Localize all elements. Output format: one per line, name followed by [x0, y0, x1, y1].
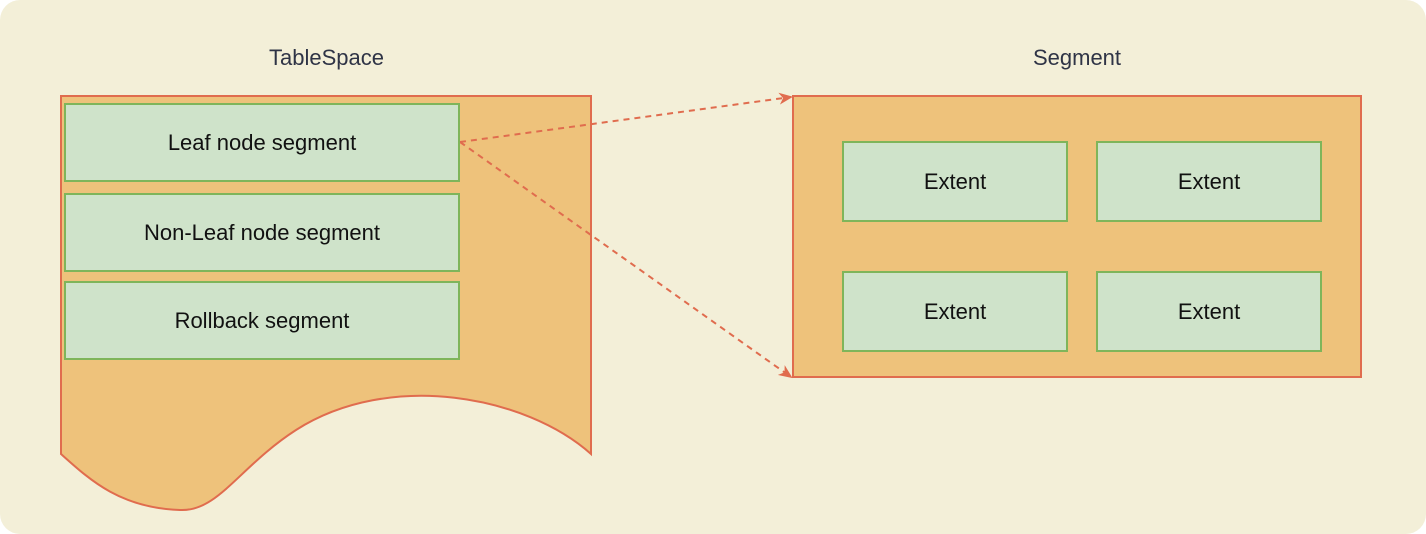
non-leaf-node-segment-label: Non-Leaf node segment [143, 219, 381, 245]
leaf-node-segment-label: Leaf node segment [167, 129, 357, 155]
leaf-node-segment: Leaf node segment [64, 103, 460, 182]
extent-label: Extent [1177, 298, 1241, 324]
segment-title: Segment [1032, 45, 1122, 70]
extent-label: Extent [1177, 168, 1241, 194]
extent-box: Extent [1096, 141, 1322, 222]
connector-leaf-to-segment-top [459, 92, 793, 143]
rollback-segment: Rollback segment [64, 281, 460, 360]
tablespace-title: TableSpace [269, 45, 384, 70]
extent-box: Extent [1096, 271, 1322, 352]
rollback-segment-label: Rollback segment [174, 307, 350, 333]
connector-leaf-to-segment-bottom [459, 141, 793, 379]
extent-box: Extent [842, 141, 1068, 222]
non-leaf-node-segment: Non-Leaf node segment [64, 193, 460, 272]
extent-box: Extent [842, 271, 1068, 352]
extent-label: Extent [923, 168, 987, 194]
extent-label: Extent [923, 298, 987, 324]
